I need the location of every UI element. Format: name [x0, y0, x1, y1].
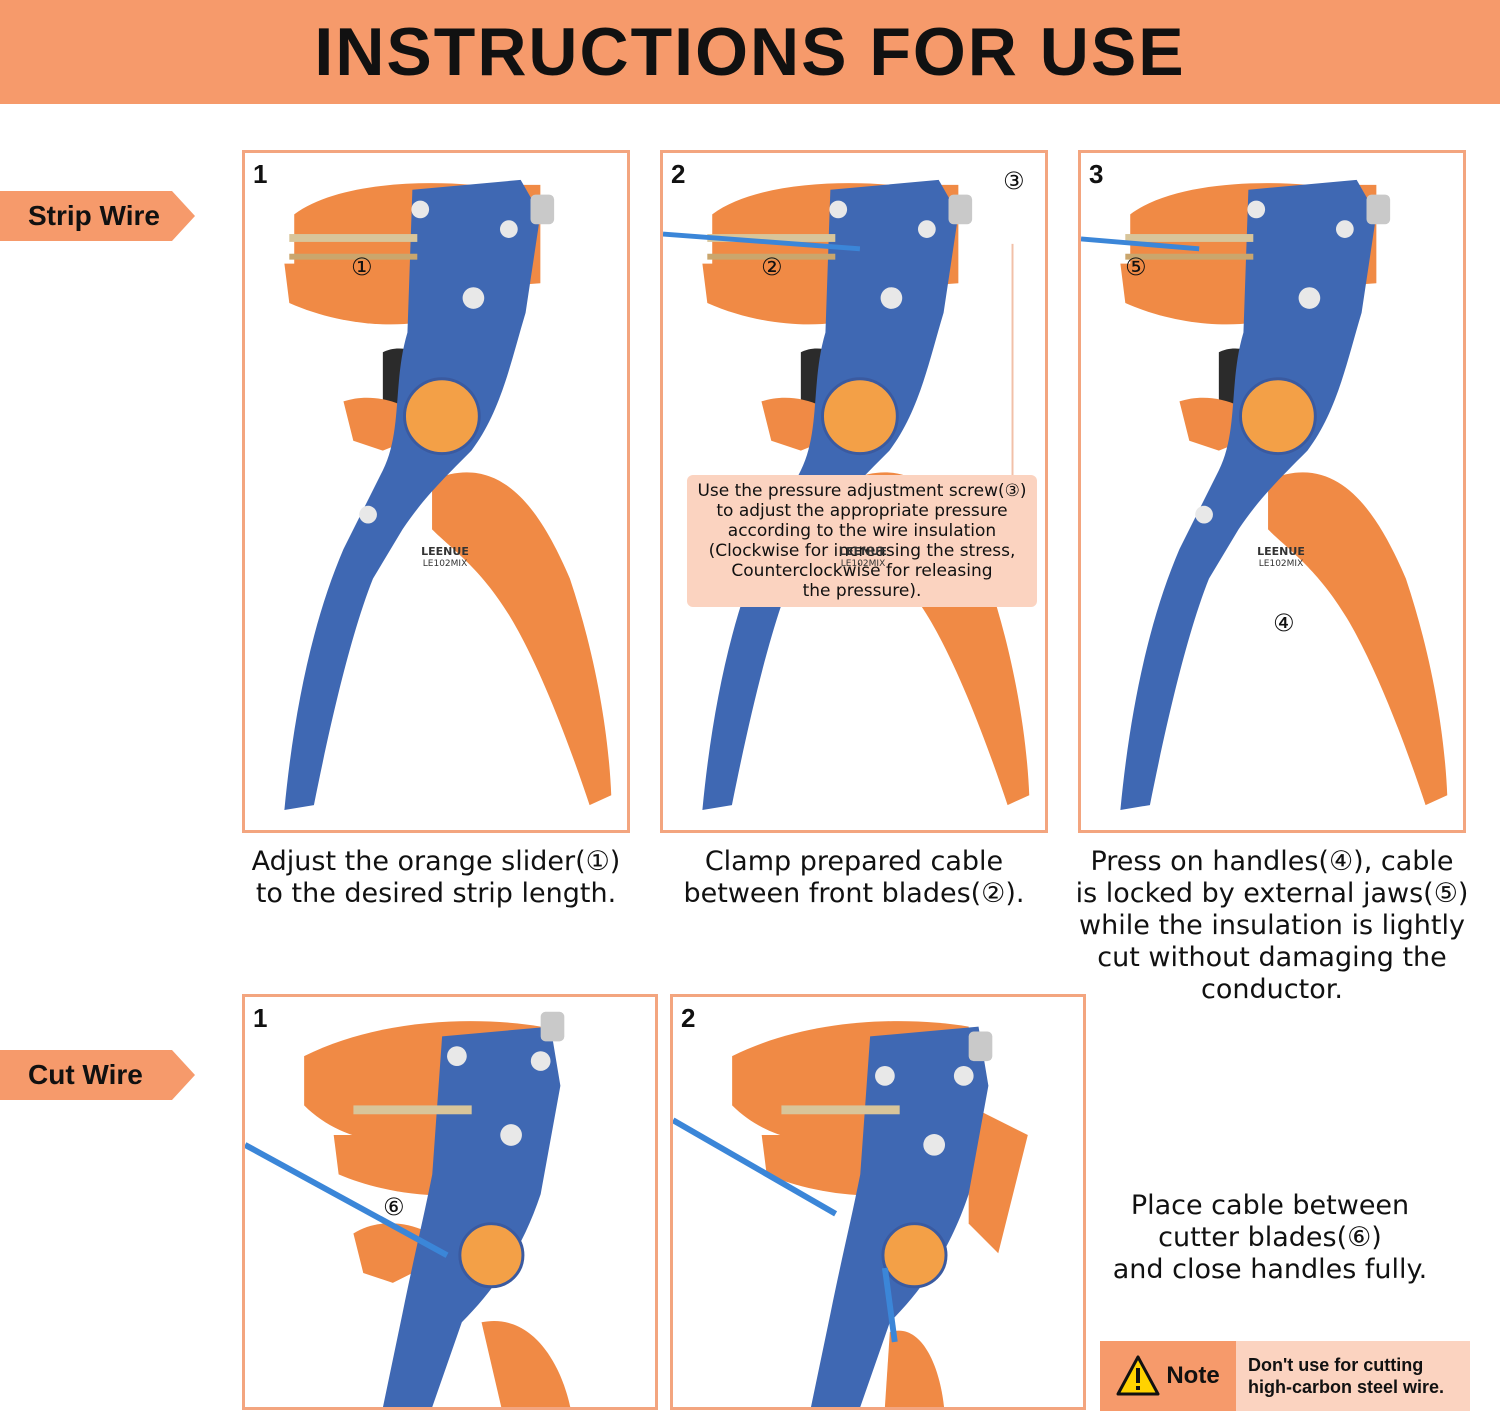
strip-step-2-caption: Clamp prepared cable between front blade…: [654, 846, 1054, 910]
model-label: LE102MIX: [840, 559, 886, 569]
cut-wire-tag: Cut Wire: [0, 1050, 195, 1100]
model-label: LE102MIX: [422, 559, 468, 569]
callout-line: according to the wire insulation: [727, 521, 997, 541]
strip-step-2-panel: 2 LEENUE LE102MIX ② ③ Use the pressure a…: [660, 150, 1048, 833]
warning-icon: [1116, 1355, 1160, 1396]
wire-stripper-closeup: [245, 1011, 571, 1407]
caption-line: Place cable between: [1130, 1190, 1410, 1221]
marker-4: ④: [1273, 609, 1295, 637]
cut-step-2-panel: 2: [670, 994, 1086, 1410]
step-number: 1: [253, 1003, 268, 1033]
brand-label: LEENUE: [421, 545, 469, 558]
step-number: 1: [253, 159, 268, 189]
note-label: Note: [1166, 1362, 1220, 1389]
caption-line: between front blades(②).: [683, 878, 1025, 909]
note-box: Note Don't use for cutting high-carbon s…: [1100, 1341, 1470, 1411]
step-number: 2: [671, 159, 686, 189]
page-title: INSTRUCTIONS FOR USE: [314, 14, 1186, 90]
caption-line: cut without damaging the: [1097, 942, 1447, 973]
caption-line: Adjust the orange slider(①): [251, 846, 621, 877]
wire-stripper-closeup: [673, 1021, 1028, 1407]
marker-5: ⑤: [1125, 253, 1147, 281]
strip-wire-tag: Strip Wire: [0, 191, 195, 241]
caption-line: Press on handles(④), cable: [1090, 846, 1454, 877]
wire-stripper-illustration: [282, 178, 613, 812]
callout-line: to adjust the appropriate pressure: [716, 501, 1008, 521]
note-label-area: Note: [1100, 1341, 1236, 1411]
cut-step-1-panel: 1 ⑥: [242, 994, 658, 1410]
marker-6: ⑥: [383, 1193, 405, 1221]
wire-stripper-illustration: [1081, 178, 1449, 812]
caption-line: Clamp prepared cable: [704, 846, 1004, 877]
callout-line: Counterclockwise for releasing: [731, 561, 993, 581]
strip-step-1-caption: Adjust the orange slider(①) to the desir…: [236, 846, 636, 910]
note-text: Don't use for cutting high-carbon steel …: [1236, 1341, 1470, 1411]
strip-step-3-caption: Press on handles(④), cable is locked by …: [1062, 846, 1482, 1006]
cut-caption: Place cable between cutter blades(⑥) and…: [1090, 1190, 1450, 1286]
strip-step-3-panel: 3 LEENUE LE102MIX ⑤ ④: [1078, 150, 1466, 833]
note-line: Don't use for cutting: [1248, 1355, 1424, 1375]
caption-line: and close handles fully.: [1112, 1254, 1428, 1285]
step-number: 3: [1089, 159, 1104, 189]
model-label: LE102MIX: [1258, 559, 1304, 569]
brand-label: LEENUE: [839, 545, 887, 558]
note-line: high-carbon steel wire.: [1248, 1377, 1445, 1397]
wire-stripper-illustration: [663, 178, 1031, 812]
caption-line: to the desired strip length.: [255, 878, 617, 909]
marker-3: ③: [1003, 167, 1025, 195]
pressure-callout: Use the pressure adjustment screw(③) to …: [687, 475, 1037, 607]
caption-line: while the insulation is lightly: [1079, 910, 1465, 941]
caption-line: is locked by external jaws(⑤): [1075, 878, 1469, 909]
callout-line: Use the pressure adjustment screw(③): [697, 481, 1027, 501]
caption-line: cutter blades(⑥): [1158, 1222, 1382, 1253]
marker-2: ②: [761, 253, 783, 281]
callout-line: the pressure).: [802, 581, 922, 601]
callout-line: (Clockwise for increasing the stress,: [708, 541, 1016, 561]
brand-label: LEENUE: [1257, 545, 1305, 558]
header-banner: INSTRUCTIONS FOR USE: [0, 0, 1500, 104]
marker-1: ①: [351, 253, 373, 281]
caption-line: conductor.: [1201, 974, 1343, 1005]
strip-step-1-panel: 1 LEENUE LE102MIX ①: [242, 150, 630, 833]
step-number: 2: [681, 1003, 696, 1033]
